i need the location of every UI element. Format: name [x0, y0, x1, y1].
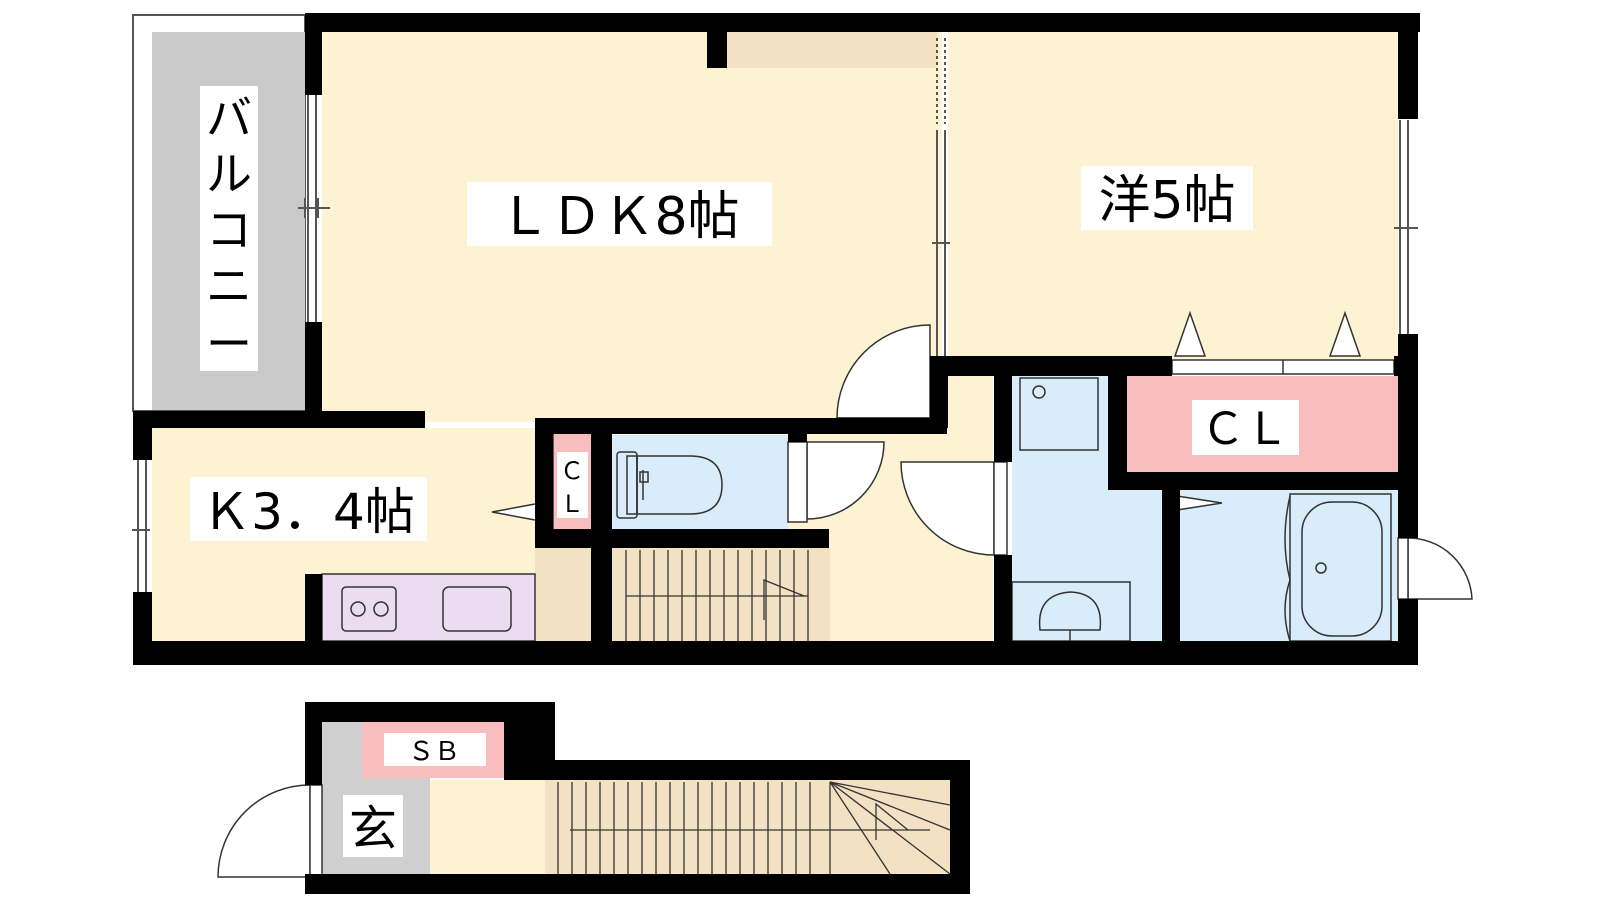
- closet-main-label: ＣＬ: [1201, 404, 1289, 455]
- balcony-label: バ ル コ ニ ー: [206, 91, 252, 371]
- kitchen-label: Ｋ3．4帖: [201, 483, 415, 541]
- entrance-label: 玄: [349, 801, 397, 857]
- lower-stair-floor: [545, 780, 950, 874]
- balcony-char-2: ル: [206, 147, 252, 201]
- balcony-label-bg: [200, 86, 258, 371]
- toilet-icon: [616, 451, 723, 519]
- stair-upper-floor: [612, 548, 830, 641]
- closet-small-label-c: Ｃ: [560, 457, 584, 485]
- door-bath-exterior: [1397, 537, 1473, 600]
- entrance-label-bg: [343, 795, 403, 857]
- closet-main-doors: [1171, 310, 1395, 375]
- stair-lower: [557, 781, 951, 875]
- window-ldk-east: [932, 38, 950, 356]
- stair-landing: [535, 548, 591, 641]
- western-label: 洋5帖: [1098, 171, 1235, 231]
- bathroom-floor: [1180, 490, 1398, 641]
- closet-small-label-bg: [557, 452, 588, 518]
- window-balcony: [298, 95, 330, 322]
- closet-small-label-l: Ｌ: [560, 490, 584, 518]
- washing-machine-pan-icon: [1019, 377, 1099, 451]
- balcony-char-5: ー: [206, 317, 252, 371]
- western-label-bg: [1081, 166, 1253, 230]
- main-walls: [133, 13, 1420, 665]
- door-toilet: [787, 441, 885, 523]
- ldk-label-bg: [467, 182, 772, 246]
- window-western: [1394, 120, 1418, 334]
- stove-icon: [341, 586, 397, 632]
- lower-walls: [305, 702, 970, 894]
- window-kitchen: [132, 460, 150, 592]
- sink-icon: [442, 586, 512, 632]
- door-washroom: [900, 461, 1008, 556]
- balcony-char-4: ニ: [206, 259, 252, 313]
- stair-upper: [625, 550, 809, 641]
- shoe-box-label: ＳＢ: [408, 737, 460, 767]
- closet-main-label-bg: [1192, 400, 1299, 455]
- ldk-label: ＬＤＫ8帖: [498, 187, 739, 247]
- balcony-char-1: バ: [206, 91, 252, 145]
- kitchen-label-bg: [190, 477, 427, 541]
- door-entrance: [217, 784, 323, 878]
- ldk-wall-shelf: [727, 32, 937, 68]
- balcony-char-3: コ: [206, 203, 252, 257]
- toilet-floor: [612, 435, 788, 529]
- lower-floor: [217, 702, 970, 894]
- kitchen-counter: [321, 573, 536, 642]
- shoe-box-label-bg: [384, 733, 486, 766]
